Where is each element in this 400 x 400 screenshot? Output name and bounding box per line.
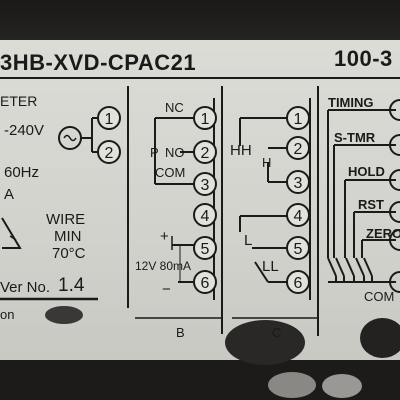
c-terminal-6 <box>286 270 310 294</box>
d-com-label: COM <box>364 289 395 304</box>
b-terminal-5 <box>193 236 217 260</box>
b-nc-label: NC <box>165 100 184 115</box>
b-com-label: COM <box>155 165 186 180</box>
b-no-label: NO <box>165 145 185 160</box>
version-label: Ver No. <box>0 279 51 296</box>
dirt-smudge <box>45 306 83 324</box>
c-terminal-number: 1 <box>294 111 303 128</box>
power-frequency: 60Hz <box>4 164 40 181</box>
d-switch <box>327 257 337 277</box>
b-terminal-number: 1 <box>201 111 210 128</box>
d-stmr-label: S-TMR <box>334 130 376 145</box>
power-current: A <box>4 186 15 203</box>
d-switch <box>355 257 365 277</box>
b-terminal-number: 4 <box>201 208 210 225</box>
d-terminal-icon <box>389 229 400 251</box>
c-terminal-1 <box>286 106 310 130</box>
c-terminal-2 <box>286 136 310 160</box>
dirt-smudge <box>268 372 316 398</box>
c-terminal-number: 2 <box>294 141 303 158</box>
d-switch <box>335 257 345 277</box>
d-terminal-icon <box>389 99 400 121</box>
b-terminal-number: 2 <box>201 145 210 162</box>
c-terminal-4 <box>286 203 310 227</box>
b-terminal-4 <box>193 203 217 227</box>
b-terminal-1 <box>193 106 217 130</box>
model-number: 3HB-XVD-CPAC21 <box>0 50 197 75</box>
version-value: 1.4 <box>58 275 85 296</box>
b-terminal-number: 3 <box>201 177 210 194</box>
d-timing-label: TIMING <box>328 95 374 110</box>
d-rst-label: RST <box>358 197 384 212</box>
dirt-smudge <box>360 318 400 358</box>
model-suffix: 100-3 <box>334 46 393 71</box>
b-terminal-number: 5 <box>201 241 210 258</box>
dirt-smudge <box>225 320 305 365</box>
d-switch <box>345 257 355 277</box>
wire-line1: WIRE <box>46 211 86 228</box>
device-housing-top <box>0 0 400 40</box>
c-terminal-number: 5 <box>294 241 303 258</box>
c-hh-label: HH <box>230 142 252 159</box>
c-l-label: L <box>244 232 253 249</box>
d-terminal-icon <box>389 271 400 293</box>
c-h-label: H <box>262 155 272 170</box>
d-terminal-icon <box>389 134 400 156</box>
b-terminal-2 <box>193 140 217 164</box>
a-terminal-number: 1 <box>105 111 114 128</box>
wire-line3: 70°C <box>52 245 86 262</box>
c-terminal-3 <box>286 170 310 194</box>
dirt-smudge <box>322 374 362 398</box>
c-terminal-number: 3 <box>294 175 303 192</box>
power-header: ETER <box>0 93 38 109</box>
c-terminal-number: 6 <box>294 275 303 292</box>
c-terminal-number: 4 <box>294 208 303 225</box>
a-terminal-2 <box>97 140 121 164</box>
a-terminal-number: 2 <box>105 145 114 162</box>
b-minus-label: − <box>162 281 171 298</box>
b-section-label: B <box>176 325 185 340</box>
d-switch <box>363 257 373 277</box>
b-terminal-6 <box>193 270 217 294</box>
warning-triangle-icon <box>1 217 22 249</box>
d-hold-label: HOLD <box>348 164 385 179</box>
b-terminal-number: 6 <box>201 275 210 292</box>
c-section-label: C <box>272 325 282 340</box>
wire-line2: MIN <box>54 228 82 245</box>
d-terminal-icon <box>389 169 400 191</box>
a-terminal-1 <box>97 106 121 130</box>
c-ll-label: LL <box>262 258 279 275</box>
b-plus-label: + <box>160 228 169 245</box>
d-terminal-icon <box>389 201 400 223</box>
c-terminal-5 <box>286 236 310 260</box>
b-supply-label: 12V 80mA <box>135 259 192 273</box>
b-terminal-3 <box>193 172 217 196</box>
footer-fragment: on <box>0 307 15 322</box>
power-voltage: -240V <box>4 122 45 139</box>
